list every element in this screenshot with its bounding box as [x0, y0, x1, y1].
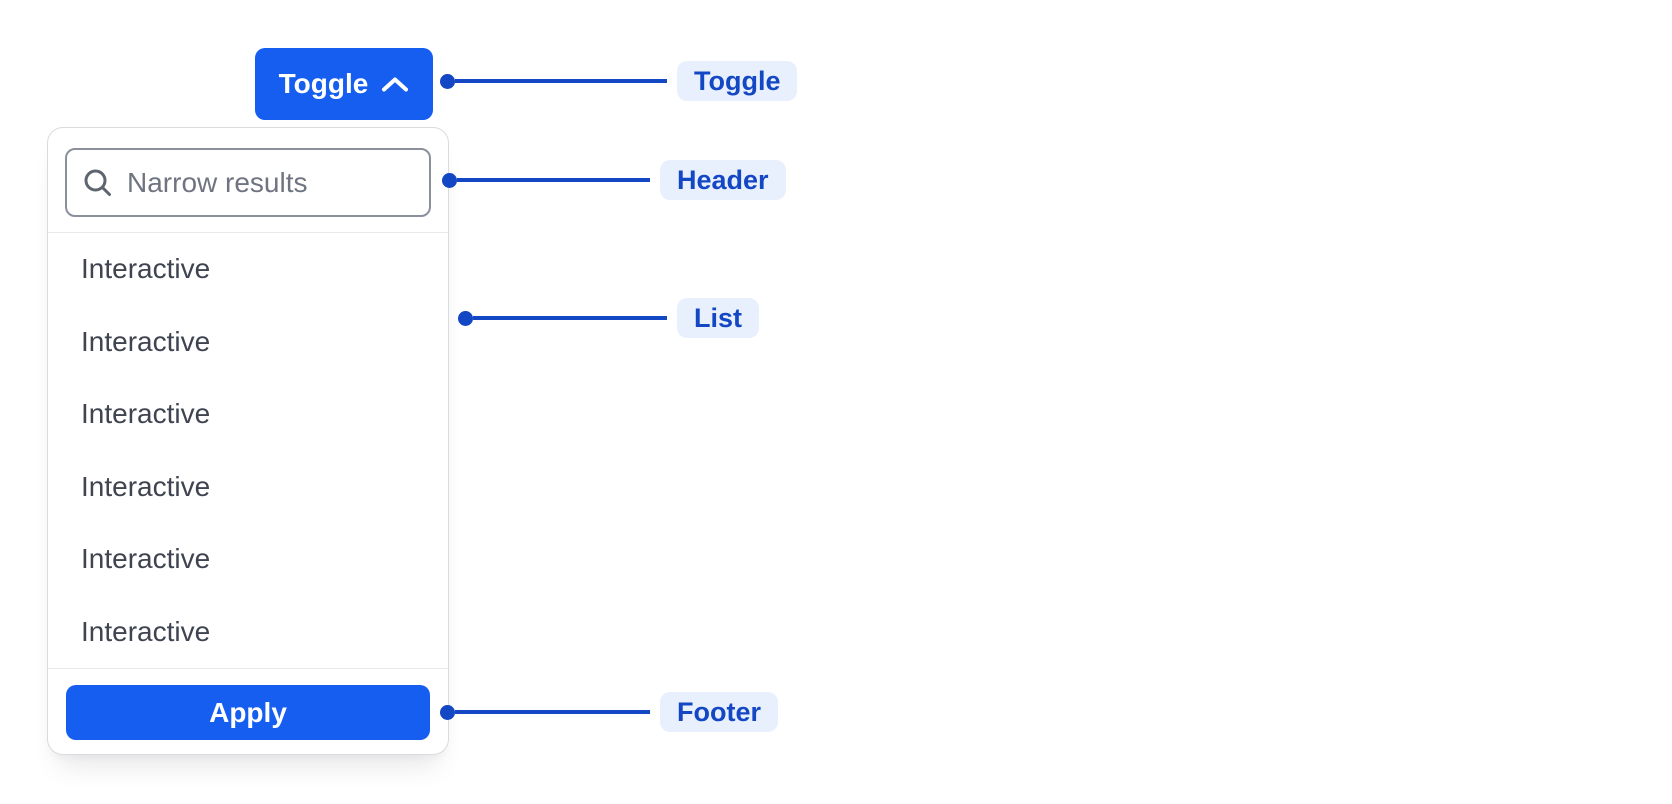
search-input[interactable]	[127, 166, 429, 199]
search-icon	[82, 167, 114, 199]
dropdown-header	[48, 128, 448, 233]
toggle-button[interactable]: Toggle	[255, 48, 433, 120]
apply-button[interactable]: Apply	[66, 685, 430, 740]
annotation-line	[455, 79, 667, 83]
annotation-line	[457, 178, 650, 182]
list-item[interactable]: Interactive	[81, 253, 211, 285]
annotation-list: List	[458, 298, 760, 338]
list-item[interactable]: Interactive	[81, 325, 211, 357]
annotation-label-header: Header	[660, 160, 786, 200]
annotation-footer: Footer	[440, 692, 778, 732]
list-item[interactable]: Interactive	[81, 398, 211, 430]
chevron-up-icon	[381, 76, 409, 93]
annotation-dot-icon	[442, 172, 457, 188]
annotation-toggle: Toggle	[440, 61, 798, 101]
annotation-line	[473, 316, 667, 320]
annotation-label-list: List	[677, 298, 760, 338]
annotation-dot-icon	[440, 704, 455, 720]
search-box[interactable]	[65, 148, 431, 217]
list-item[interactable]: Interactive	[81, 470, 211, 502]
annotation-line	[455, 710, 650, 714]
toggle-button-label: Toggle	[278, 68, 369, 99]
dropdown-panel: Interactive Interactive Interactive Inte…	[47, 127, 449, 755]
annotation-label-footer: Footer	[660, 692, 778, 732]
list-item[interactable]: Interactive	[81, 543, 211, 575]
annotation-dot-icon	[440, 73, 455, 89]
annotation-header: Header	[442, 160, 786, 200]
dropdown-footer: Apply	[48, 668, 448, 754]
dropdown-list: Interactive Interactive Interactive Inte…	[48, 233, 448, 668]
annotation-label-toggle: Toggle	[677, 61, 798, 101]
list-item[interactable]: Interactive	[81, 615, 211, 647]
annotation-dot-icon	[458, 310, 473, 326]
